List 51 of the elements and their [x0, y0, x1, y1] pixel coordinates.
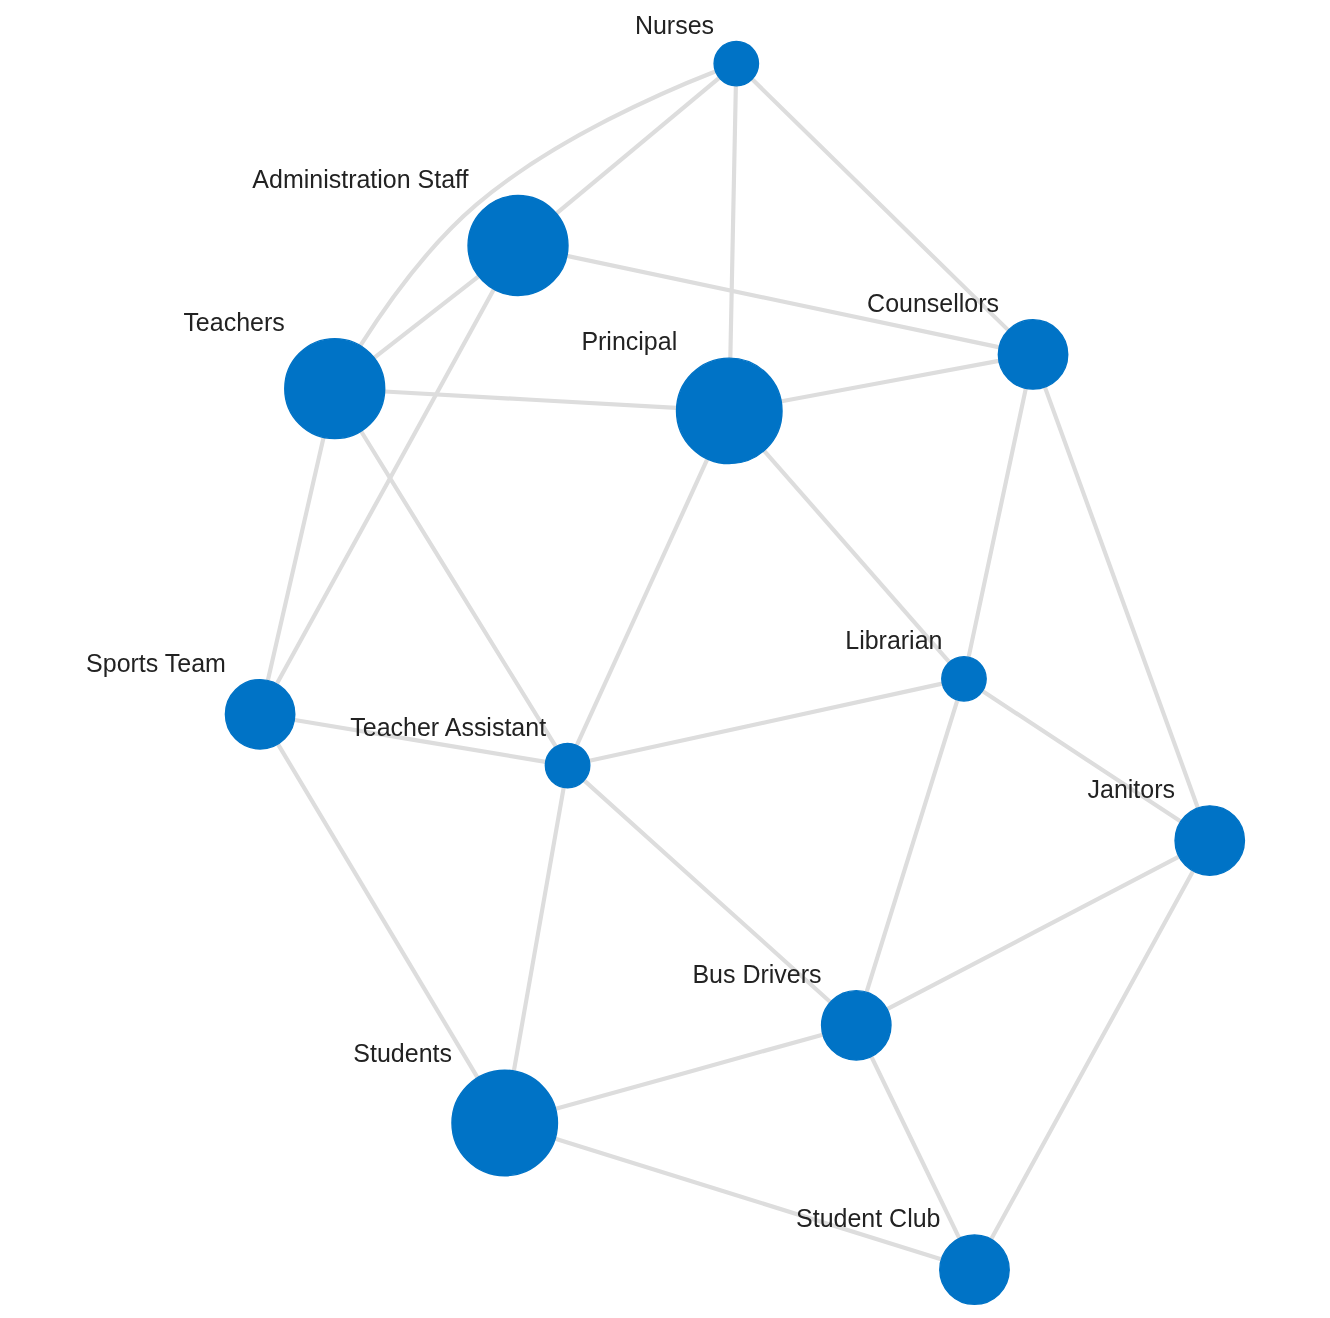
connector — [869, 1055, 961, 1240]
node-label: Bus Drivers — [691, 959, 822, 988]
node-circle — [283, 337, 385, 440]
node-circle — [466, 194, 569, 297]
node-label: Sports Team — [85, 648, 226, 677]
connector — [554, 1136, 942, 1262]
connector — [966, 388, 1028, 658]
connector — [554, 76, 721, 215]
connector — [582, 779, 832, 1004]
node-label: Nurses — [634, 10, 714, 39]
connector — [864, 699, 959, 993]
node-circle — [450, 1069, 558, 1177]
node-circle — [712, 40, 759, 87]
connector — [274, 288, 496, 685]
connector — [372, 274, 480, 360]
node-label: Student Club — [795, 1204, 940, 1233]
node-label: Teachers — [182, 307, 285, 336]
node-circle — [997, 319, 1068, 390]
connector — [1042, 386, 1200, 809]
connector — [275, 743, 479, 1079]
connector — [554, 1032, 823, 1111]
connector — [762, 449, 951, 664]
connector — [988, 870, 1195, 1241]
node-circle — [1173, 805, 1245, 876]
node-label: Counsellors — [866, 288, 999, 317]
connector — [358, 430, 558, 748]
connector — [886, 854, 1180, 1011]
node-label: Librarian — [844, 625, 942, 654]
connector — [511, 787, 566, 1071]
node-label: Principal — [580, 327, 677, 356]
node-circle — [938, 1234, 1010, 1306]
connector — [588, 681, 943, 763]
connector — [780, 358, 999, 404]
connector — [358, 69, 716, 347]
connector — [265, 437, 326, 681]
connector — [981, 689, 1182, 823]
node-circle — [224, 678, 295, 750]
node-label: Administration Staff — [251, 164, 469, 193]
connector — [574, 458, 709, 747]
node-circle — [544, 742, 590, 789]
connector — [566, 253, 999, 350]
node-label: Teacher Assistant — [349, 712, 546, 741]
node-label: Janitors — [1087, 775, 1175, 804]
node-label: Students — [352, 1039, 452, 1068]
connector — [750, 77, 1010, 332]
connector — [384, 389, 677, 411]
connector — [727, 85, 738, 359]
node-circle — [675, 357, 783, 465]
node-circle — [820, 989, 892, 1061]
connector — [293, 718, 546, 764]
node-circle — [940, 655, 987, 702]
